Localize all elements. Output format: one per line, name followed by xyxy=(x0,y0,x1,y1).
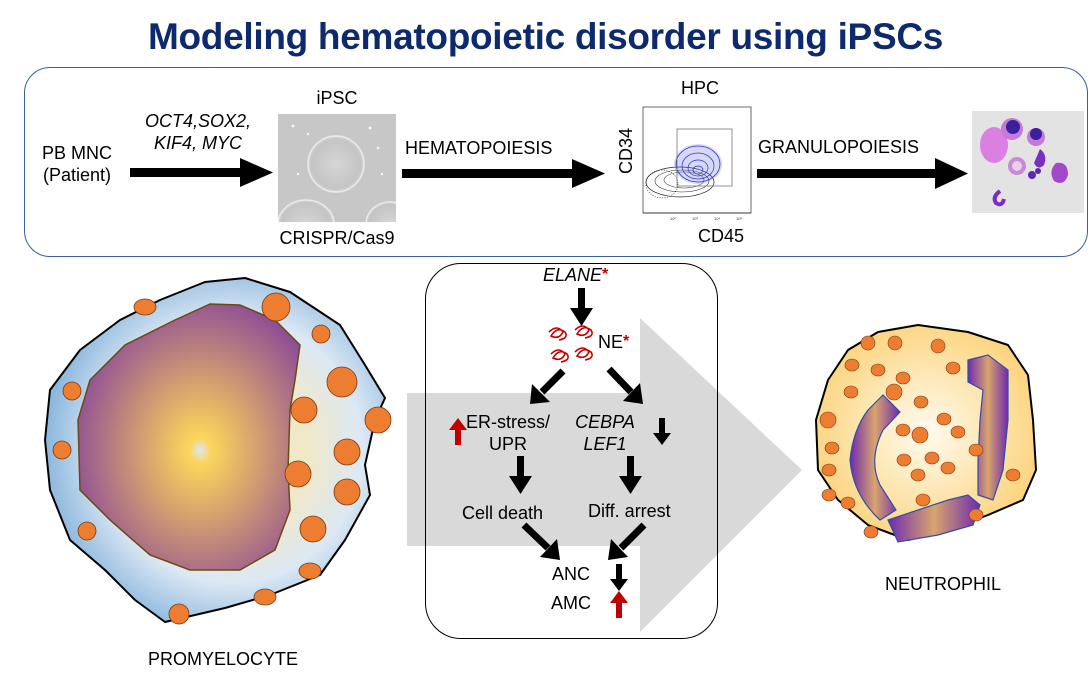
cebpa-lef1-label: CEBPA LEF1 xyxy=(560,411,650,455)
elane-gene-label: ELANE xyxy=(543,265,603,285)
workflow-panel xyxy=(24,67,1088,257)
promyelocyte-label: PROMYELOCYTE xyxy=(148,649,299,669)
ne-protein-label: NE xyxy=(598,332,624,352)
cd45-axis-label: CD45 xyxy=(698,226,745,246)
source-line1: PB MNC xyxy=(41,143,112,163)
er-stress-line1: ER-stress/ xyxy=(465,412,550,432)
pathway-box xyxy=(425,263,718,639)
arrow-down-icon xyxy=(570,288,593,326)
arrow-right-icon xyxy=(757,158,968,189)
arrow-right-icon xyxy=(402,159,605,188)
lef1-label: LEF1 xyxy=(583,434,627,454)
ne-mutation-mark: * xyxy=(623,333,630,350)
source-line2: (Patient) xyxy=(42,165,112,185)
reprogramming-factors: OCT4,SOX2, KIF4, MYC xyxy=(118,110,278,154)
arrow-down-right-icon xyxy=(521,522,560,560)
arrow-down-icon xyxy=(619,456,642,494)
er-stress-label: ER-stress/ UPR xyxy=(463,411,553,455)
svg-text:10²: 10² xyxy=(670,216,676,220)
source-label: PB MNC (Patient) xyxy=(27,142,127,186)
arrow-up-red-icon xyxy=(449,418,467,445)
cell-death-label: Cell death xyxy=(462,503,544,523)
arrow-up-red-icon xyxy=(610,591,628,618)
cd34-axis-label: CD34 xyxy=(616,127,636,175)
ipsc-label: iPSC xyxy=(316,88,358,108)
granulocyte-smear-micrograph xyxy=(972,111,1084,213)
neutrophil-label: NEUTROPHIL xyxy=(885,574,1002,594)
arrow-down-small-icon xyxy=(653,418,671,445)
elane-gene: ELANE* xyxy=(543,264,608,286)
cebpa-label: CEBPA xyxy=(575,412,635,432)
ne-protein: NE* xyxy=(598,331,629,353)
factors-line1: OCT4,SOX2, xyxy=(144,111,252,131)
ipsc-micrograph xyxy=(278,114,396,222)
svg-text:10⁴: 10⁴ xyxy=(714,216,720,220)
anc-label: ANC xyxy=(552,564,591,584)
arrow-down-icon xyxy=(509,456,532,494)
step-granulopoiesis-label: GRANULOPOIESIS xyxy=(758,137,920,157)
arrow-right-icon xyxy=(130,158,273,187)
differentiation-arrow xyxy=(407,318,802,632)
svg-text:10⁵: 10⁵ xyxy=(736,216,742,220)
svg-text:10³: 10³ xyxy=(692,216,698,220)
arrow-down-left-icon xyxy=(608,522,647,560)
promyelocyte-cell xyxy=(44,277,392,625)
page-title: Modeling hematopoietic disorder using iP… xyxy=(147,16,944,57)
arrow-down-right-icon xyxy=(606,366,643,404)
arrow-down-small-icon xyxy=(610,564,628,591)
crispr-label: CRISPR/Cas9 xyxy=(279,228,395,248)
mutation-mark: * xyxy=(602,266,609,283)
amc-label: AMC xyxy=(551,593,591,613)
neutrophil-cell xyxy=(815,324,1037,543)
hpc-label: HPC xyxy=(680,78,719,98)
step-hematopoiesis-label: HEMATOPOIESIS xyxy=(405,138,553,158)
neutrophil-elastase-protein-icon xyxy=(548,325,593,363)
er-stress-line2: UPR xyxy=(488,434,527,454)
arrow-down-left-icon xyxy=(530,368,566,404)
diff-arrest-label: Diff. arrest xyxy=(588,501,671,521)
factors-line2: KIF4, MYC xyxy=(153,133,242,153)
flow-cytometry-plot: 10² 10³ 10⁴ 10⁵ xyxy=(642,106,752,220)
